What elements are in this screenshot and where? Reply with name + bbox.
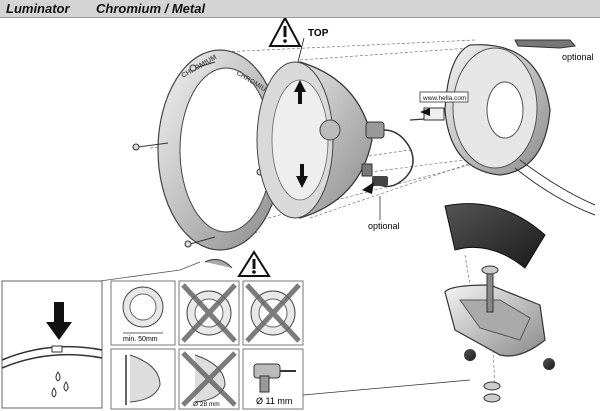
housing-arrows (294, 80, 308, 188)
optional-label-mid: optional (368, 221, 400, 231)
optional-bracket (514, 39, 576, 49)
drill-icon (253, 363, 296, 393)
top-label: TOP (308, 28, 329, 39)
website-box (419, 91, 469, 103)
header-bar: Luminator Chromium / Metal (0, 0, 600, 18)
lens-cover (444, 203, 546, 269)
down-arrow-icon (46, 302, 72, 340)
website-label: www.hella.com (422, 95, 466, 102)
lamp-housing (256, 61, 385, 219)
panel-drill (242, 348, 304, 410)
water-drops (51, 371, 69, 398)
warning-icon (268, 18, 302, 47)
drill-label: Ø 11 mm (256, 396, 292, 406)
warning-icon (237, 250, 271, 277)
optional-label-top: optional (562, 52, 594, 62)
screws (132, 61, 291, 248)
mount-bracket (444, 265, 555, 403)
cross-out-icon (181, 283, 237, 343)
hole-dim-label: Ø 28 mm (193, 401, 220, 408)
header-product: Luminator (6, 1, 70, 16)
rear-bucket (444, 44, 596, 216)
cross-out-icon (245, 283, 301, 343)
min-dim-label: min. 50mm (123, 336, 158, 343)
panel-drain (1, 280, 103, 409)
assembly-illustration: CHROMIUM CHROMIUM (1, 18, 596, 410)
header-variant: Chromium / Metal (96, 1, 206, 16)
bezel-ring (157, 49, 283, 251)
cross-out-icon (181, 351, 237, 407)
